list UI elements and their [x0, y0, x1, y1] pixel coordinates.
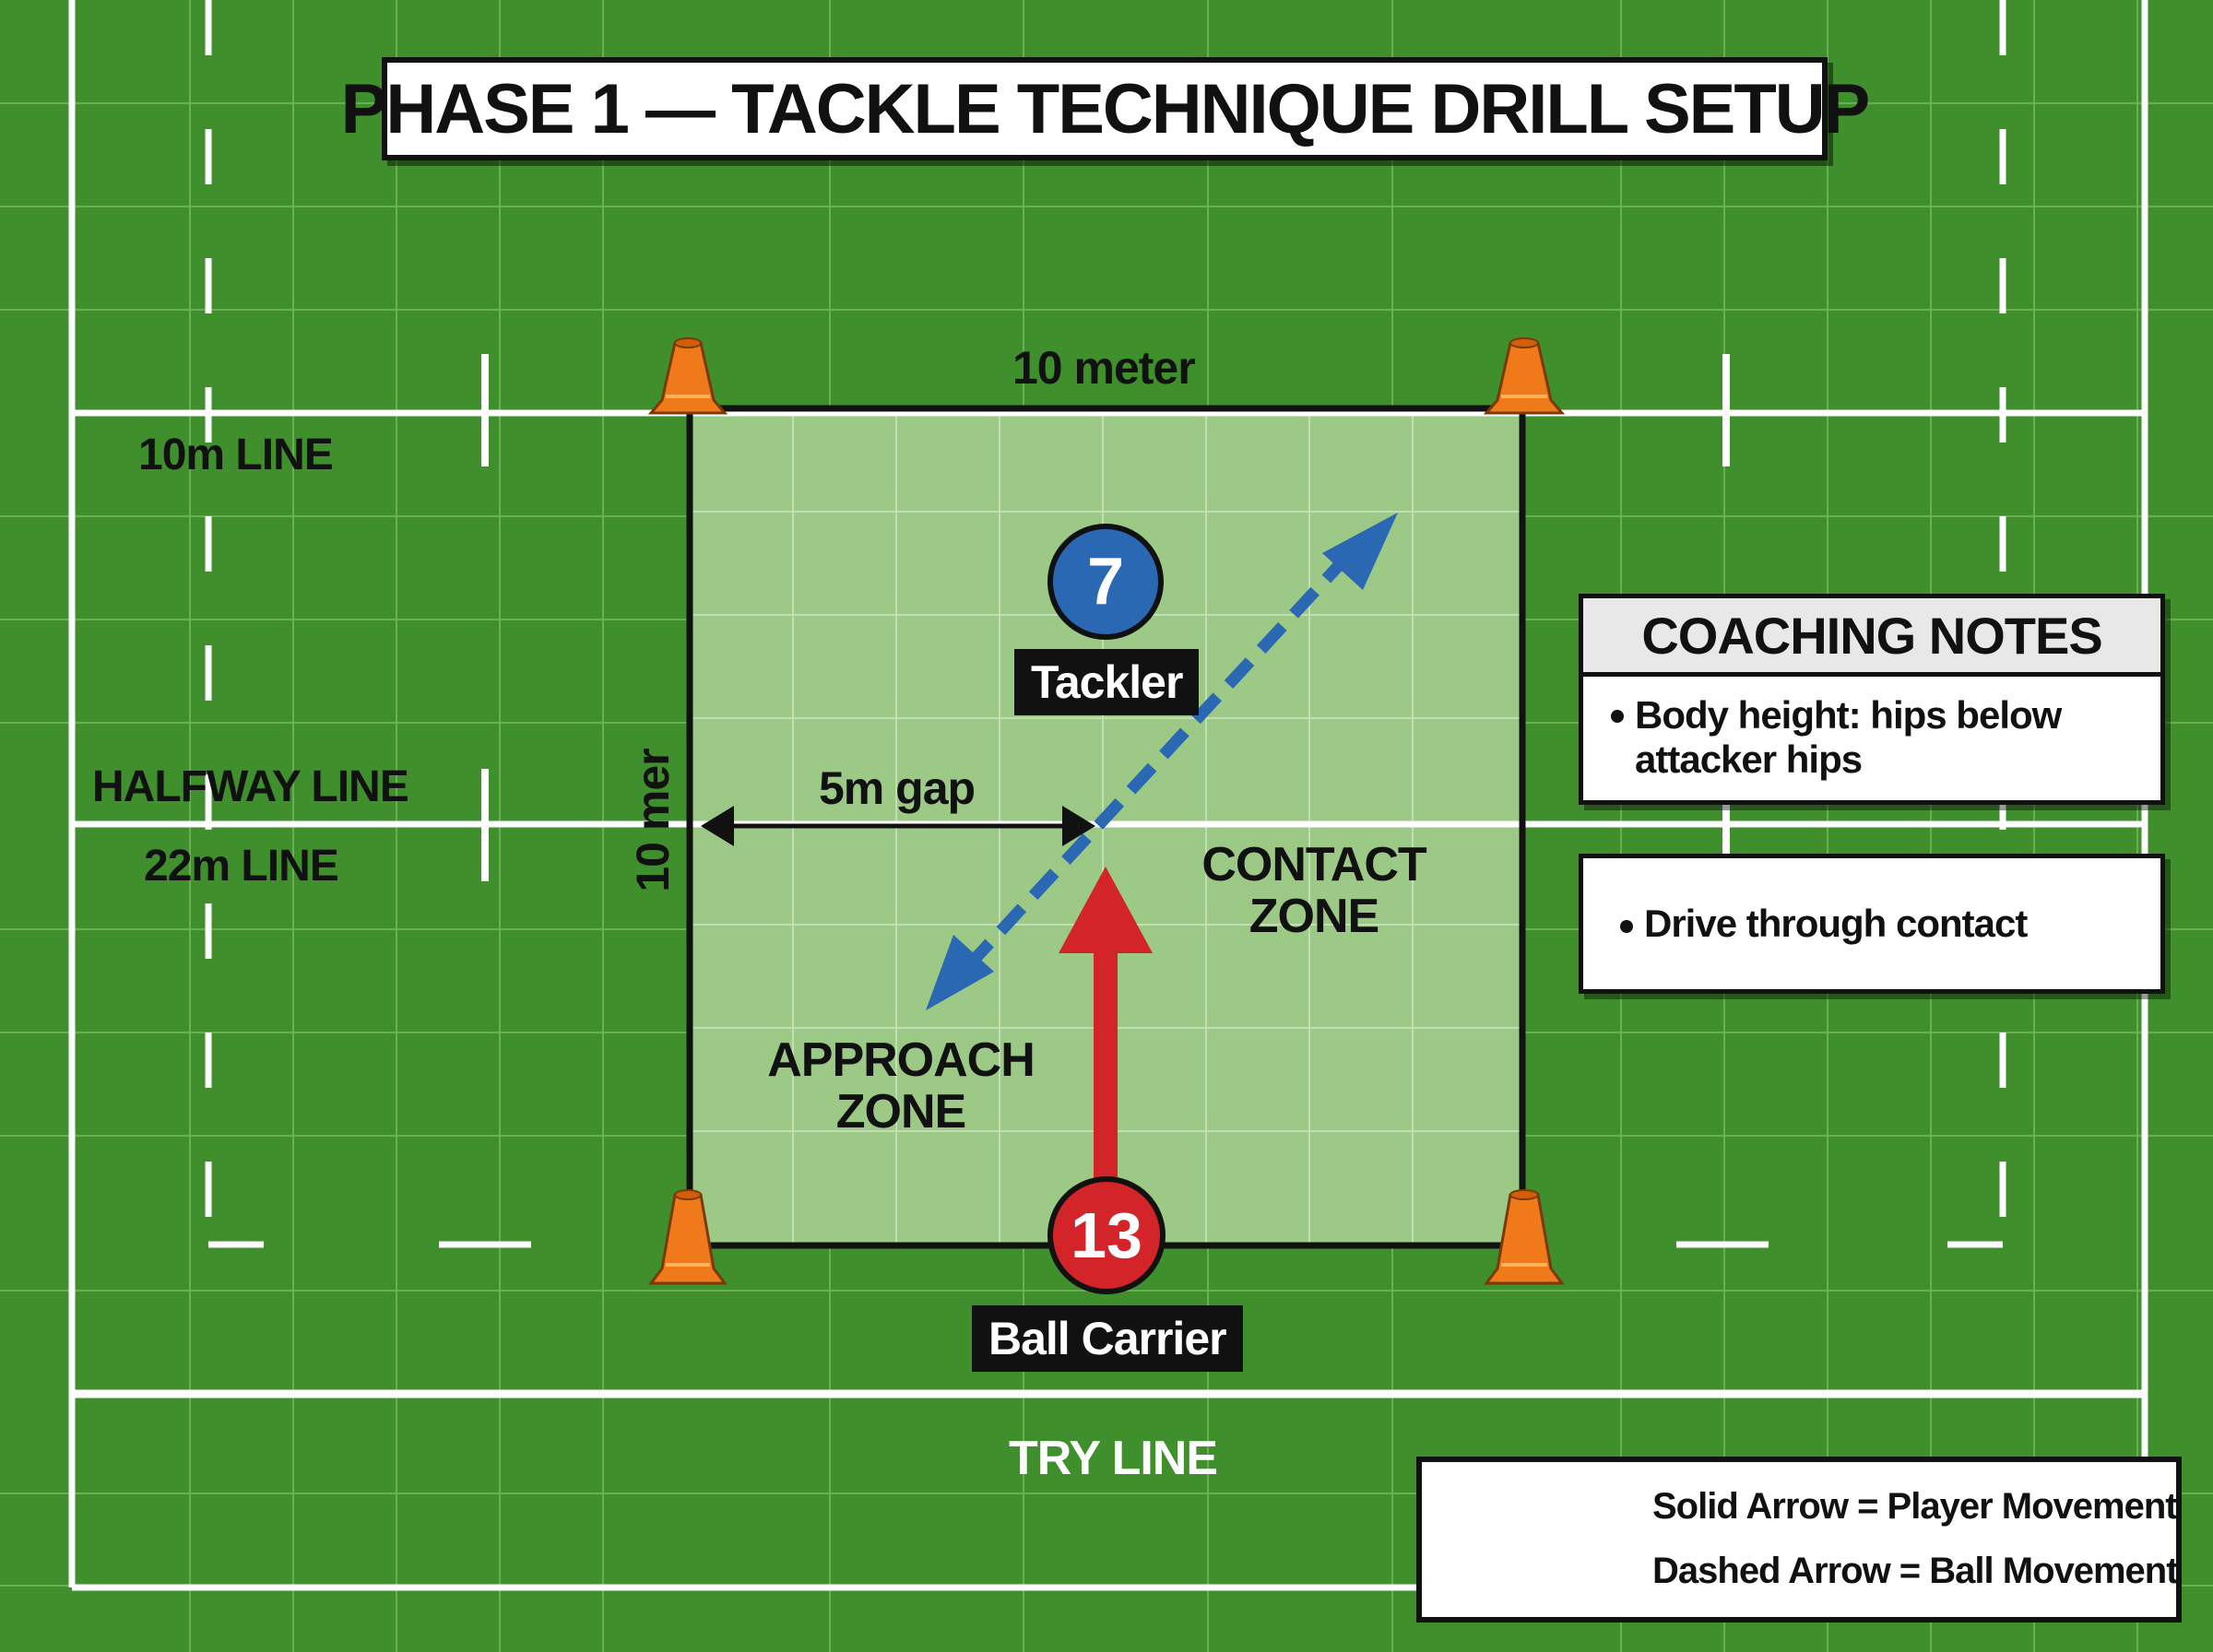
contact-zone-label: CONTACT ZONE	[1199, 839, 1429, 942]
label-22m-line: 22m LINE	[144, 842, 339, 891]
cone-top-right	[1483, 337, 1566, 415]
ball-carrier-token: 13	[1047, 1176, 1166, 1294]
label-halfway-line: HALFWAY LINE	[92, 762, 409, 811]
legend-dashed-label: Dashed Arrow = Ball Movement	[1652, 1551, 2179, 1591]
legend-box: Solid Arrow = Player Movement Dashed Arr…	[1416, 1457, 2182, 1622]
label-10m-line: 10m LINE	[138, 431, 334, 479]
cone-bottom-left	[648, 1189, 728, 1285]
coaching-note-1-line1: Body height: hips below	[1635, 693, 2062, 737]
tackler-token: 7	[1047, 524, 1164, 640]
coaching-notes-panel: COACHING NOTES Body height: hips below a…	[1579, 594, 2165, 805]
tackler-tag: Tackler	[1014, 649, 1200, 715]
ball-carrier-tag: Ball Carrier	[972, 1305, 1243, 1372]
approach-zone-label: APPROACH ZONE	[758, 1034, 1044, 1138]
pitch-markings	[68, 0, 2148, 1591]
approach-zone-line2: ZONE	[835, 1085, 966, 1139]
contact-zone-line1: CONTACT	[1201, 838, 1426, 891]
gap-label: 5m gap	[819, 762, 976, 814]
page-title: PHASE 1 — TACKLE TECHNIQUE DRILL SETUP	[340, 69, 1871, 148]
coaching-notes-heading: COACHING NOTES	[1583, 598, 2160, 677]
ball-movement-arrow	[926, 513, 1398, 1010]
coaching-note-1: Body height: hips below attacker hips	[1583, 677, 2160, 800]
player-movement-arrow	[1059, 867, 1153, 1186]
legend-solid-label: Solid Arrow = Player Movement	[1652, 1486, 2178, 1527]
ball-carrier-number: 13	[1071, 1199, 1142, 1271]
coaching-note-2: Drive through contact	[1579, 854, 2165, 994]
title-banner: PHASE 1 — TACKLE TECHNIQUE DRILL SETUP	[341, 57, 1870, 160]
contact-zone-line2: ZONE	[1249, 890, 1379, 943]
approach-zone-line1: APPROACH	[767, 1033, 1035, 1087]
coaching-note-2-text: Drive through contact	[1644, 902, 2028, 945]
label-try-line: TRY LINE	[1009, 1432, 1218, 1485]
grid-height-label: 10 mer	[627, 749, 679, 892]
grid-width-label: 10 meter	[1012, 342, 1196, 394]
cone-top-left	[647, 337, 728, 415]
tackler-number: 7	[1086, 545, 1125, 619]
gap-arrow	[701, 806, 1095, 846]
cone-bottom-right	[1484, 1189, 1565, 1285]
coaching-note-1-line2: attacker hips	[1635, 738, 1863, 781]
